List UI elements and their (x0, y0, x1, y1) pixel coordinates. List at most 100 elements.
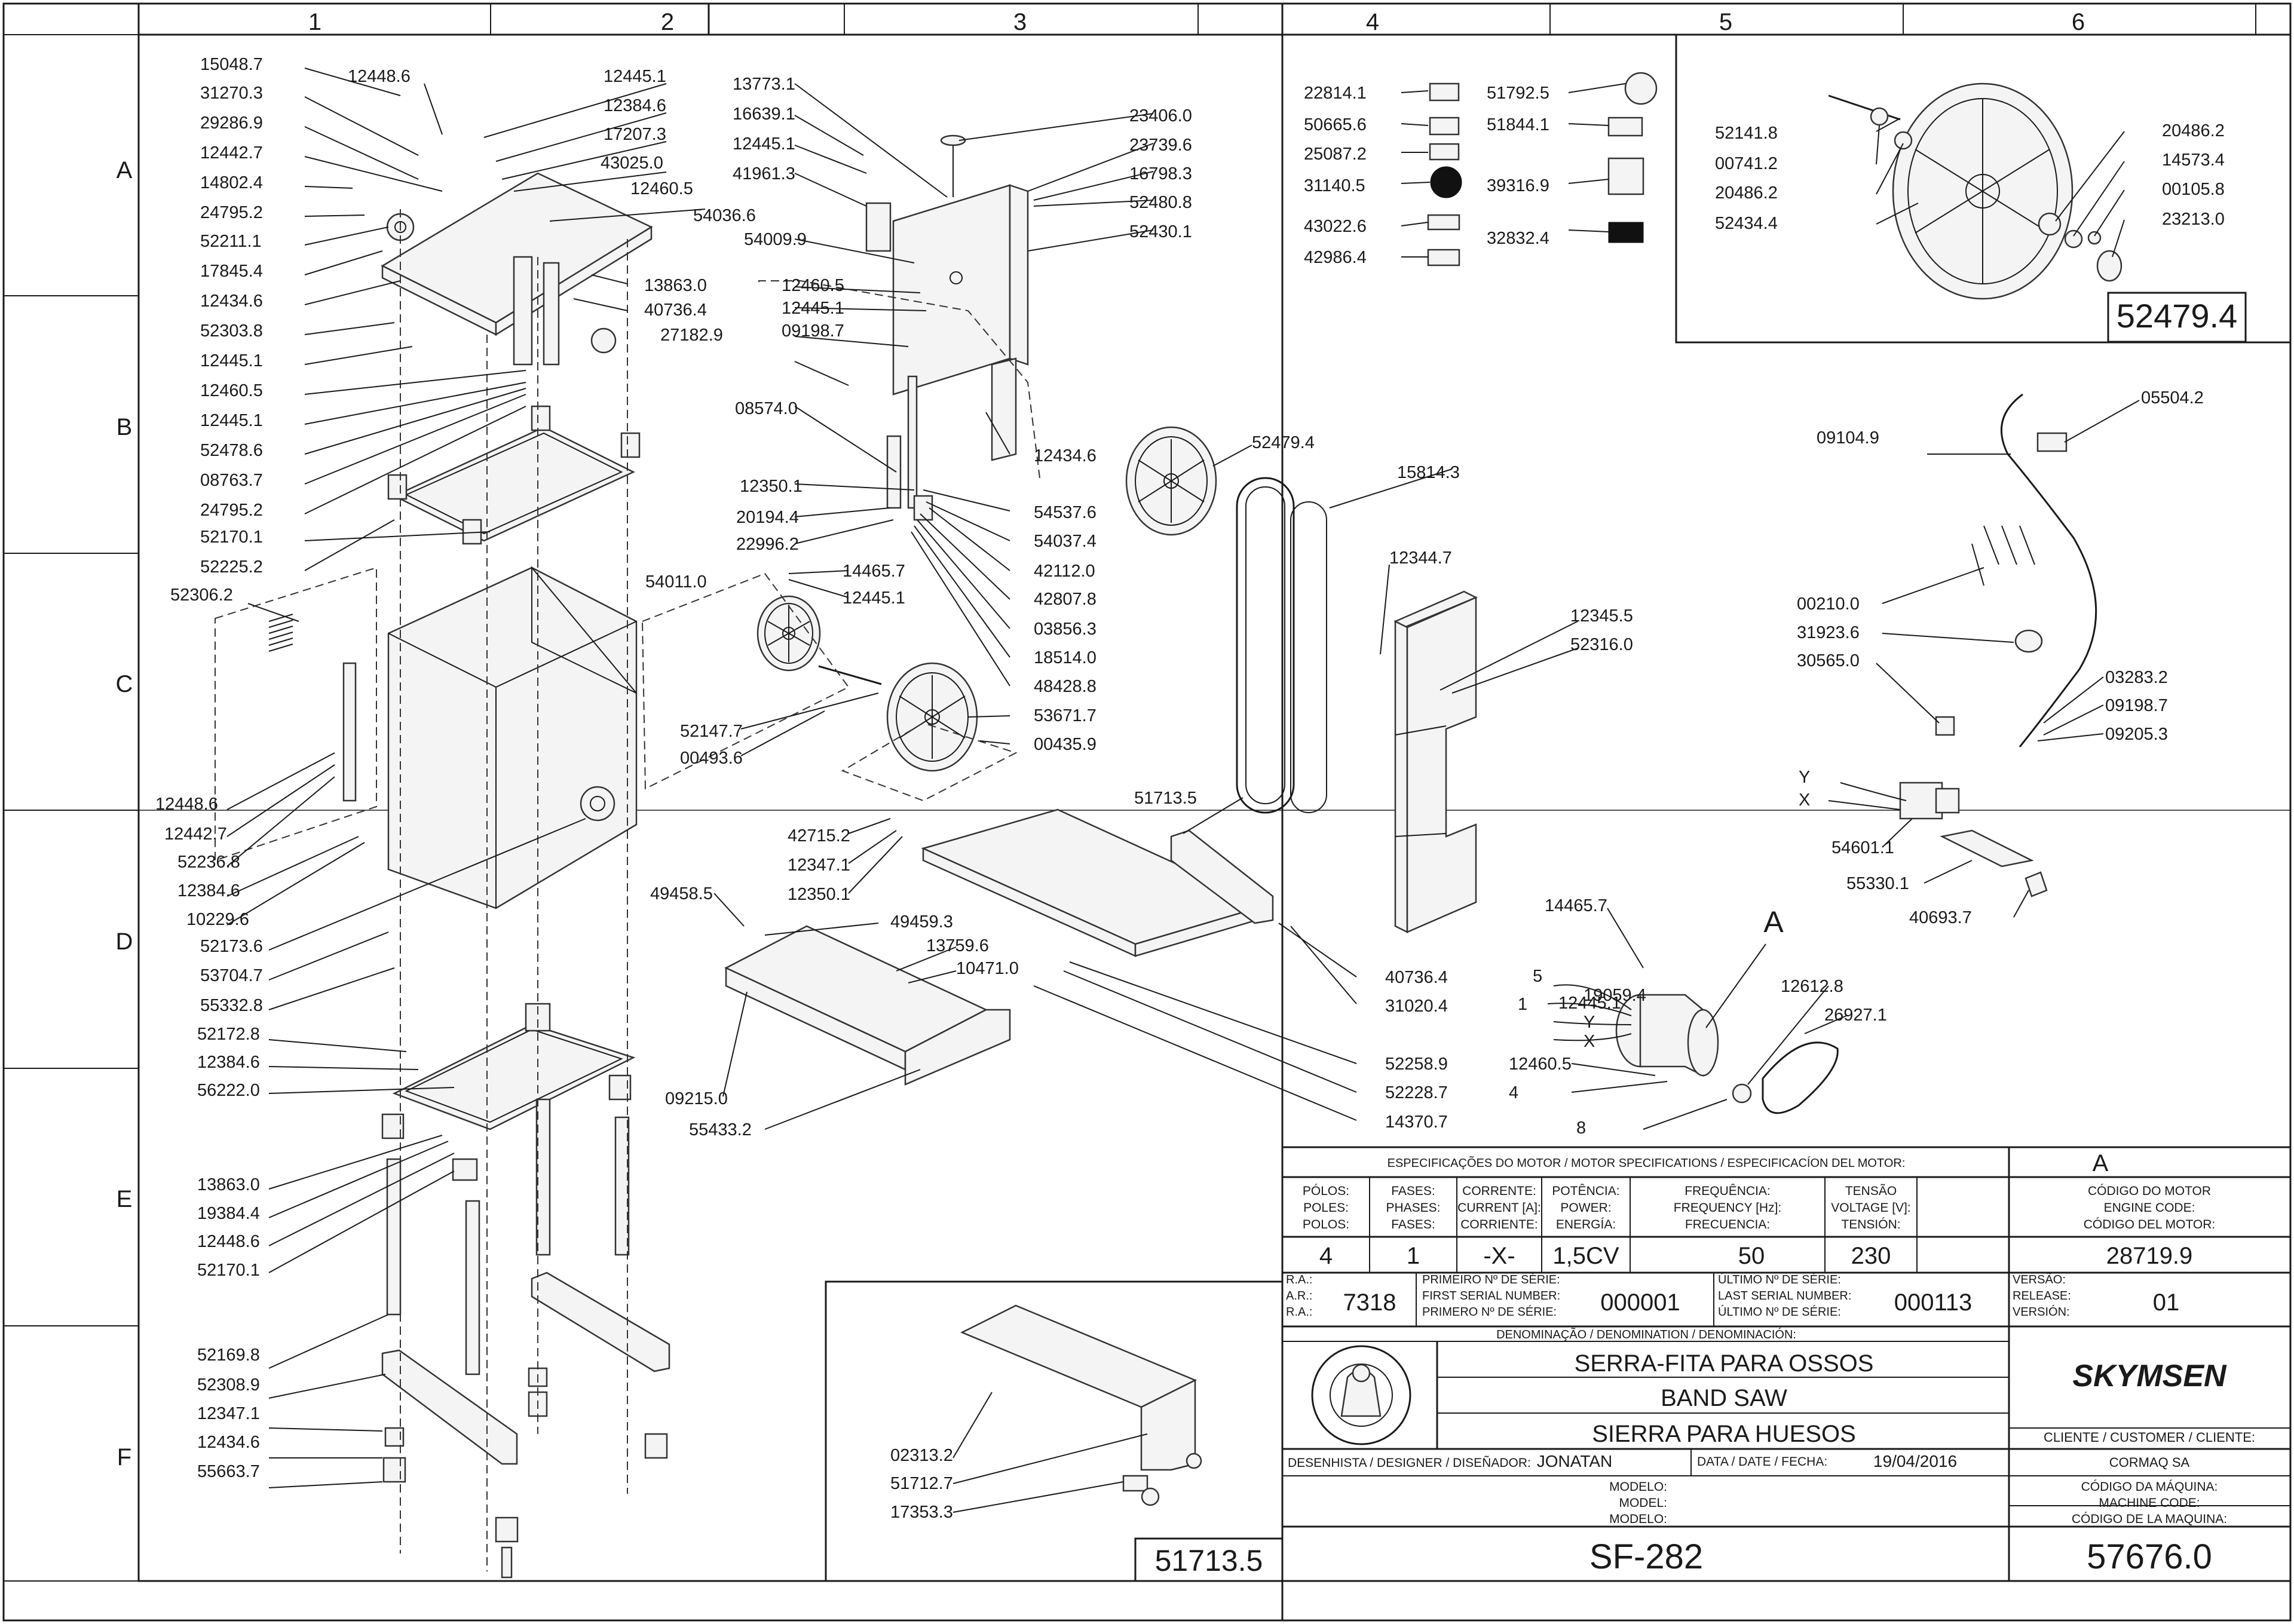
customer-label: CLIENTE / CUSTOMER / CLIENTE: (2044, 1430, 2255, 1445)
current-label: CURRENT [A]: (1457, 1201, 1541, 1215)
voltage-label: VOLTAGE [V]: (1831, 1201, 1910, 1215)
upright-column (1393, 590, 1478, 934)
phases-value: 1 (1407, 1243, 1420, 1269)
frequency-label: FREQUÊNCIA: (1684, 1184, 1771, 1198)
date-label: DATA / DATE / FECHA: (1697, 1455, 1827, 1469)
callout: 19384.4 (197, 1204, 260, 1223)
sliding-table (921, 808, 1269, 957)
callout: 55663.7 (197, 1462, 260, 1481)
assembly-centerlines (400, 209, 628, 1571)
frequency-label: FRECUENCIA: (1685, 1218, 1770, 1231)
callout: 25087.2 (1304, 145, 1367, 164)
callout: 52479.4 (1252, 433, 1315, 452)
phases-label: FASES: (1391, 1184, 1435, 1198)
callout: 17207.3 (604, 125, 666, 144)
column-zone-labels: 1 2 3 4 5 6 A B C D E F (116, 9, 2085, 1470)
callout: 12445.1 (604, 67, 666, 86)
name-pt: SERRA-FITA PARA OSSOS (1575, 1350, 1874, 1377)
last-serial-value: 000113 (1894, 1289, 1973, 1316)
callout: 52211.1 (200, 232, 262, 251)
callout: 13773.1 (733, 75, 795, 94)
name-es: SIERRA PARA HUESOS (1592, 1421, 1856, 1447)
poles-label: POLES: (1303, 1201, 1349, 1215)
callout: 51844.1 (1487, 115, 1549, 134)
zone-col-6: 6 (2072, 9, 2085, 35)
callout: 31923.6 (1797, 623, 1860, 642)
callout: 20486.2 (2162, 121, 2225, 140)
callout: 12460.5 (1509, 1055, 1572, 1074)
zone-col-2: 2 (661, 9, 674, 35)
power-label: POWER: (1560, 1201, 1611, 1215)
ra-label: A.R.: (1286, 1289, 1312, 1303)
brand-logo: SKYMSEN (2072, 1359, 2227, 1393)
authorized-service-seal (1311, 1345, 1411, 1445)
last-serial-label: ÚLTIMO Nº DE SÉRIE: (1718, 1305, 1841, 1319)
wheel-detail-code: 52479.4 (2117, 297, 2237, 335)
callout: 52430.1 (1129, 222, 1192, 241)
callout: 52480.8 (1129, 193, 1192, 212)
motor-wire-1: X (1584, 1032, 1595, 1051)
callout: 42807.8 (1034, 590, 1097, 609)
callout: 42715.2 (788, 826, 850, 845)
callout: 12612.8 (1781, 977, 1843, 996)
callout: 12384.6 (197, 1053, 260, 1072)
motor-wire-4: 12445.1 (1558, 994, 1621, 1013)
callout: 51713.5 (1134, 789, 1197, 808)
callout: 51792.5 (1487, 84, 1549, 103)
callout: 20194.4 (736, 508, 799, 527)
callout: 17845.4 (200, 262, 263, 281)
callout: 39316.9 (1487, 176, 1549, 195)
callout: 12350.1 (740, 477, 803, 496)
callout: 12460.5 (630, 179, 693, 198)
zone-col-4: 4 (1366, 9, 1379, 35)
upper-frame (387, 405, 641, 545)
callout: 54011.0 (645, 572, 707, 592)
blade-guide (886, 375, 933, 521)
date-value: 19/04/2016 (1873, 1452, 1957, 1470)
motor-code-label: ENGINE CODE: (2104, 1201, 2195, 1215)
motor-code-label: CÓDIGO DO MOTOR (2088, 1184, 2211, 1198)
callout: 42986.4 (1304, 248, 1367, 267)
callout: 12344.7 (1389, 549, 1452, 568)
upper-wheel (1125, 426, 1217, 536)
callout: 8 (1576, 1119, 1586, 1138)
callout: 24795.2 (200, 501, 263, 520)
callout: 20486.2 (1715, 183, 1778, 203)
ra-value: 7318 (1343, 1289, 1396, 1316)
machine-code-value: 57676.0 (2087, 1537, 2212, 1576)
title-block: ESPECIFICAÇÕES DO MOTOR / MOTOR SPECIFIC… (1282, 1146, 2290, 1581)
callout-labels: 15048.7 12448.6 12445.1 31270.3 12384.6 … (155, 55, 2225, 1522)
callout: 52141.8 (1715, 124, 1778, 143)
callout: 56222.0 (197, 1081, 260, 1100)
callout: 14465.7 (843, 562, 905, 581)
callout: 13863.0 (197, 1175, 260, 1194)
callout: 50665.6 (1304, 115, 1367, 134)
designer-value: JONATAN (1537, 1452, 1613, 1470)
lower-wheel-small (757, 595, 882, 685)
frequency-value: 50 (1738, 1243, 1765, 1269)
callout-y: 5 (1533, 967, 1542, 986)
zone-row-c: C (116, 671, 133, 697)
version-label: VERSÃO: (2013, 1272, 2066, 1286)
motor-wire-5: Y (1584, 1013, 1595, 1032)
callout: 12448.6 (348, 67, 411, 86)
motor-spec-header: ESPECIFICAÇÕES DO MOTOR / MOTOR SPECIFIC… (1388, 1156, 1906, 1170)
callout: 10471.0 (956, 959, 1019, 978)
callout: 02313.2 (890, 1446, 953, 1465)
callout: 42112.0 (1034, 562, 1095, 581)
feet-bars (381, 1271, 670, 1579)
callout: 40736.4 (1385, 968, 1448, 987)
voltage-label: TENSIÓN: (1841, 1218, 1900, 1231)
callout: 12445.1 (200, 411, 263, 430)
callout: 31140.5 (1304, 176, 1365, 195)
callout: 52478.6 (200, 441, 263, 460)
version-label: VERSIÓN: (2013, 1305, 2070, 1319)
callout: 12460.5 (782, 276, 844, 295)
denomination-header: DENOMINAÇÃO / DENOMINATION / DENOMINACIÓ… (1496, 1327, 1796, 1341)
motor-code-value: 28719.9 (2106, 1243, 2193, 1269)
top-plate (381, 172, 653, 366)
callout: 40736.4 (644, 301, 707, 320)
callout: 09198.7 (782, 321, 844, 341)
callout: 15048.7 (200, 55, 263, 74)
